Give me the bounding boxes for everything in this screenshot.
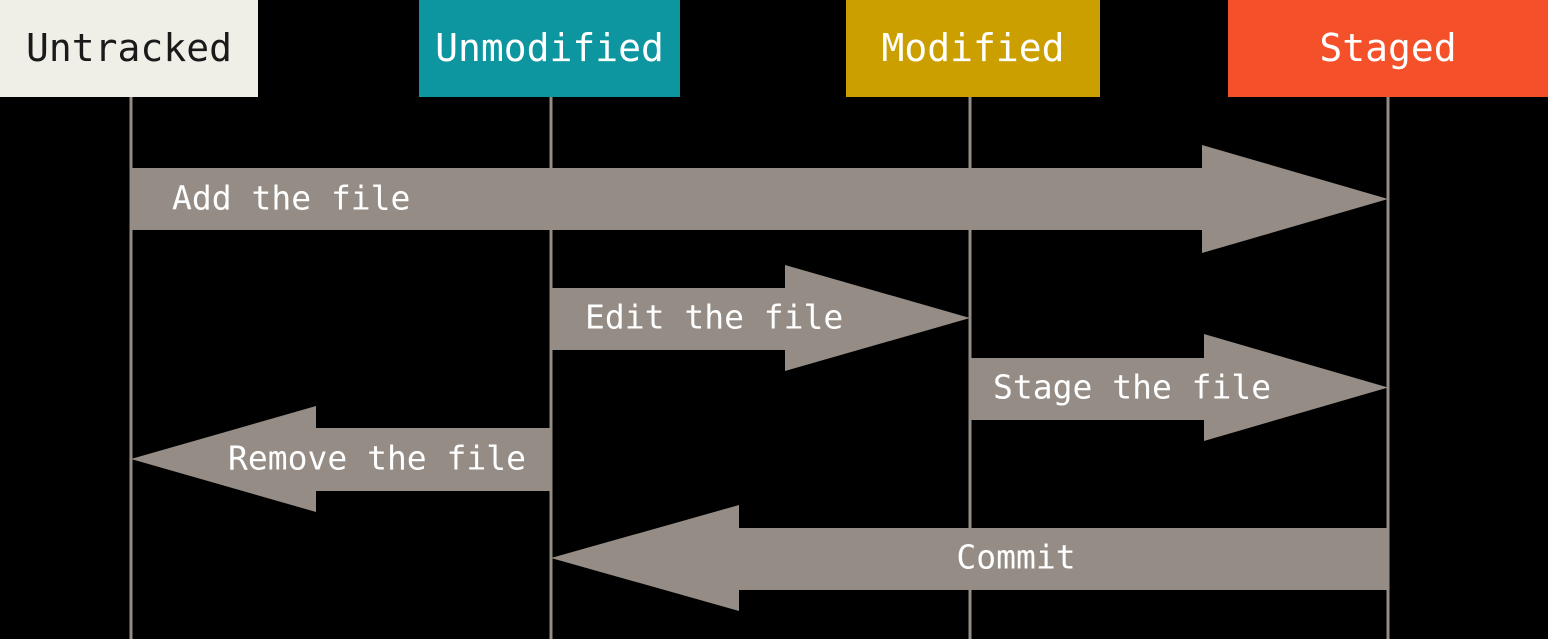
state-label-untracked: Untracked: [26, 26, 232, 70]
state-box-rect-staged: [1228, 0, 1548, 97]
arrow-label-remove-the-file: Remove the file: [228, 439, 526, 478]
arrow-remove-the-file[interactable]: [131, 406, 551, 512]
arrow-stage-the-file[interactable]: [971, 334, 1388, 441]
transitions-group: [131, 145, 1388, 611]
arrow-label-stage-the-file: Stage the file: [993, 368, 1271, 407]
state-box-staged[interactable]: Staged: [1228, 0, 1548, 97]
state-label-unmodified: Unmodified: [435, 26, 664, 70]
state-box-rect-unmodified: [419, 0, 680, 97]
arrow-add-the-file[interactable]: [131, 145, 1388, 253]
arrow-commit[interactable]: [551, 505, 1388, 611]
arrow-label-add-the-file: Add the file: [172, 179, 410, 218]
arrow-edit-the-file[interactable]: [551, 265, 970, 371]
state-box-unmodified[interactable]: Unmodified: [419, 0, 680, 97]
state-box-untracked[interactable]: Untracked: [0, 0, 258, 97]
state-boxes-group: Untracked Unmodified Modified Staged: [0, 0, 1548, 97]
state-box-rect-modified: [846, 0, 1100, 97]
arrow-label-edit-the-file: Edit the file: [585, 298, 843, 337]
state-label-modified: Modified: [881, 26, 1064, 70]
state-box-modified[interactable]: Modified: [846, 0, 1100, 97]
state-box-rect-untracked: [0, 0, 258, 97]
state-label-staged: Staged: [1319, 26, 1456, 70]
arrow-label-commit: Commit: [956, 538, 1075, 577]
